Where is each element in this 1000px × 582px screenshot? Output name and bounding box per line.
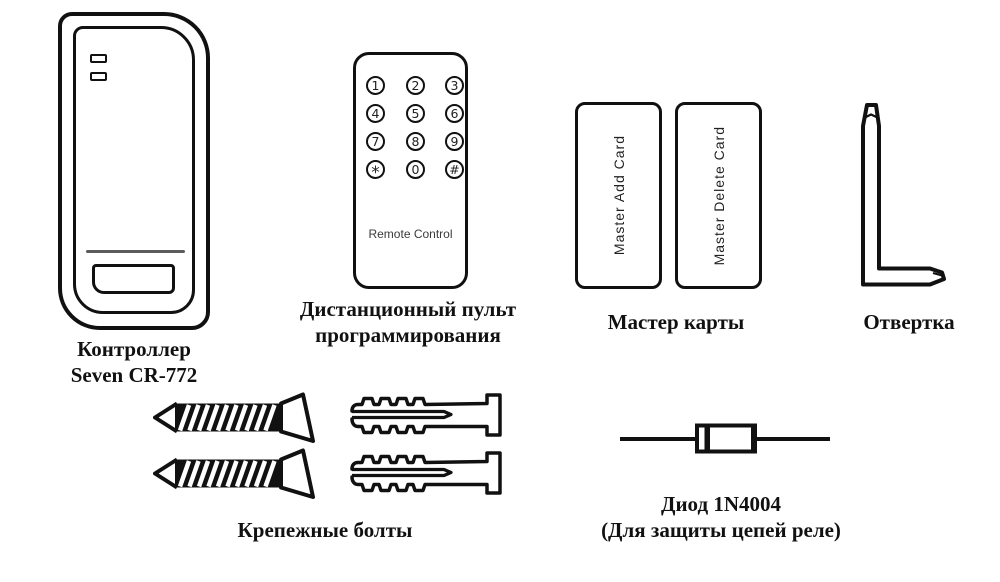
remote-key-hash: # (445, 160, 464, 179)
remote-caption-line2: программирования (315, 323, 501, 347)
master-delete-card: Master Delete Card (675, 102, 762, 289)
wall-plug-icon (350, 393, 502, 437)
remote-key-4: 4 (366, 104, 385, 123)
master-add-card-text: Master Add Card (610, 135, 627, 256)
controller-divider-line (86, 250, 185, 253)
wall-plug-icon (350, 451, 502, 495)
remote-key-0: 0 (406, 160, 425, 179)
remote-key-7: 7 (366, 132, 385, 151)
master-delete-card-text: Master Delete Card (710, 125, 727, 266)
remote-key-3: 3 (445, 76, 464, 95)
screw-icon (153, 392, 315, 443)
controller-caption: Контроллер Seven CR-772 (34, 336, 234, 388)
screw-icon (153, 448, 315, 499)
remote-key-9: 9 (445, 132, 464, 151)
remote-caption-line1: Дистанционный пульт (299, 297, 517, 321)
diode-icon (620, 423, 830, 454)
remote-control-text: Remote Control (368, 227, 453, 241)
diode-caption: Диод 1N4004 (Для защиты цепей реле) (595, 491, 847, 543)
diode-caption-line1: Диод 1N4004 (661, 492, 781, 516)
remote-key-8: 8 (406, 132, 425, 151)
remote-key-2: 2 (406, 76, 425, 95)
screwdriver-icon (861, 103, 946, 287)
remote-control-illustration: 1 2 3 4 5 6 7 8 9 * 0 # Remote Control (353, 52, 468, 289)
cards-caption: Мастер карты (607, 310, 745, 334)
remote-key-star: * (366, 160, 385, 183)
controller-keyhole-slot (92, 264, 175, 294)
controller-caption-line1: Контроллер (77, 337, 191, 361)
remote-key-5: 5 (406, 104, 425, 123)
diode-caption-line2: (Для защиты цепей реле) (601, 518, 841, 542)
remote-caption: Дистанционный пульт программирования (292, 296, 524, 348)
master-add-card: Master Add Card (575, 102, 662, 289)
controller-caption-line2: Seven CR-772 (70, 363, 198, 387)
screwdriver-caption: Отвертка (863, 310, 955, 334)
remote-key-1: 1 (366, 76, 385, 95)
fasteners-caption: Крепежные болты (237, 518, 413, 542)
controller-led-icon (90, 54, 107, 63)
controller-led-icon (90, 72, 107, 81)
remote-key-6: 6 (445, 104, 464, 123)
